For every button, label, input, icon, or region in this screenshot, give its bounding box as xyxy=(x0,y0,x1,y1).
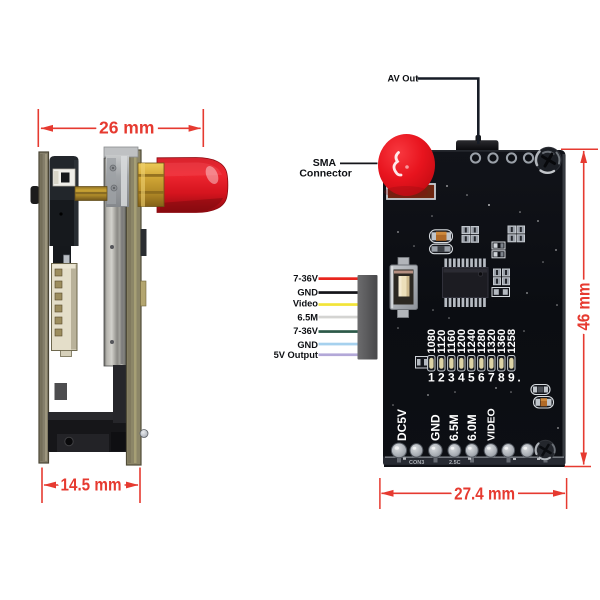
svg-text:7-36V: 7-36V xyxy=(293,274,319,284)
svg-text:AV Out: AV Out xyxy=(388,74,419,84)
svg-text:1120: 1120 xyxy=(436,330,448,354)
svg-text:9: 9 xyxy=(508,371,515,385)
svg-text:27.4 mm: 27.4 mm xyxy=(454,484,515,504)
svg-text:6.5M: 6.5M xyxy=(447,414,461,441)
svg-text:1080: 1080 xyxy=(426,329,438,353)
svg-text:1258: 1258 xyxy=(506,329,518,353)
svg-text:1240: 1240 xyxy=(466,329,478,353)
svg-text:2: 2 xyxy=(438,371,445,385)
svg-text:6.5M: 6.5M xyxy=(297,313,318,323)
svg-text:1360: 1360 xyxy=(496,329,508,353)
svg-text:7: 7 xyxy=(488,371,495,385)
svg-text:GND: GND xyxy=(428,414,442,441)
svg-text:Video: Video xyxy=(293,299,318,309)
svg-text:14.5 mm: 14.5 mm xyxy=(61,475,122,495)
svg-text:1320: 1320 xyxy=(486,329,498,353)
svg-text:CON3: CON3 xyxy=(409,460,424,466)
svg-text:1200: 1200 xyxy=(456,329,468,353)
svg-text:7-36V: 7-36V xyxy=(293,326,319,336)
svg-text:VIDEO: VIDEO xyxy=(485,408,497,441)
svg-text:3: 3 xyxy=(448,371,455,385)
svg-text:1160: 1160 xyxy=(446,330,458,354)
svg-text:26 mm: 26 mm xyxy=(99,118,154,138)
svg-text:6.0M: 6.0M xyxy=(465,414,479,441)
svg-text:5: 5 xyxy=(468,371,475,385)
svg-text:1: 1 xyxy=(428,371,435,385)
svg-text:GND: GND xyxy=(297,288,318,298)
svg-text:2.5C: 2.5C xyxy=(449,460,461,466)
svg-text:SMA: SMA xyxy=(313,157,337,169)
svg-text:4: 4 xyxy=(458,371,465,385)
svg-text:6: 6 xyxy=(478,371,485,385)
svg-text:GND: GND xyxy=(297,340,318,350)
svg-text:46 mm: 46 mm xyxy=(574,283,594,331)
svg-text:8: 8 xyxy=(498,371,505,385)
svg-text:DC5V: DC5V xyxy=(395,409,409,441)
svg-text:Connector: Connector xyxy=(299,168,352,180)
svg-text:1280: 1280 xyxy=(476,329,488,353)
svg-text:5V Output: 5V Output xyxy=(274,350,318,360)
svg-text:.: . xyxy=(517,371,520,385)
